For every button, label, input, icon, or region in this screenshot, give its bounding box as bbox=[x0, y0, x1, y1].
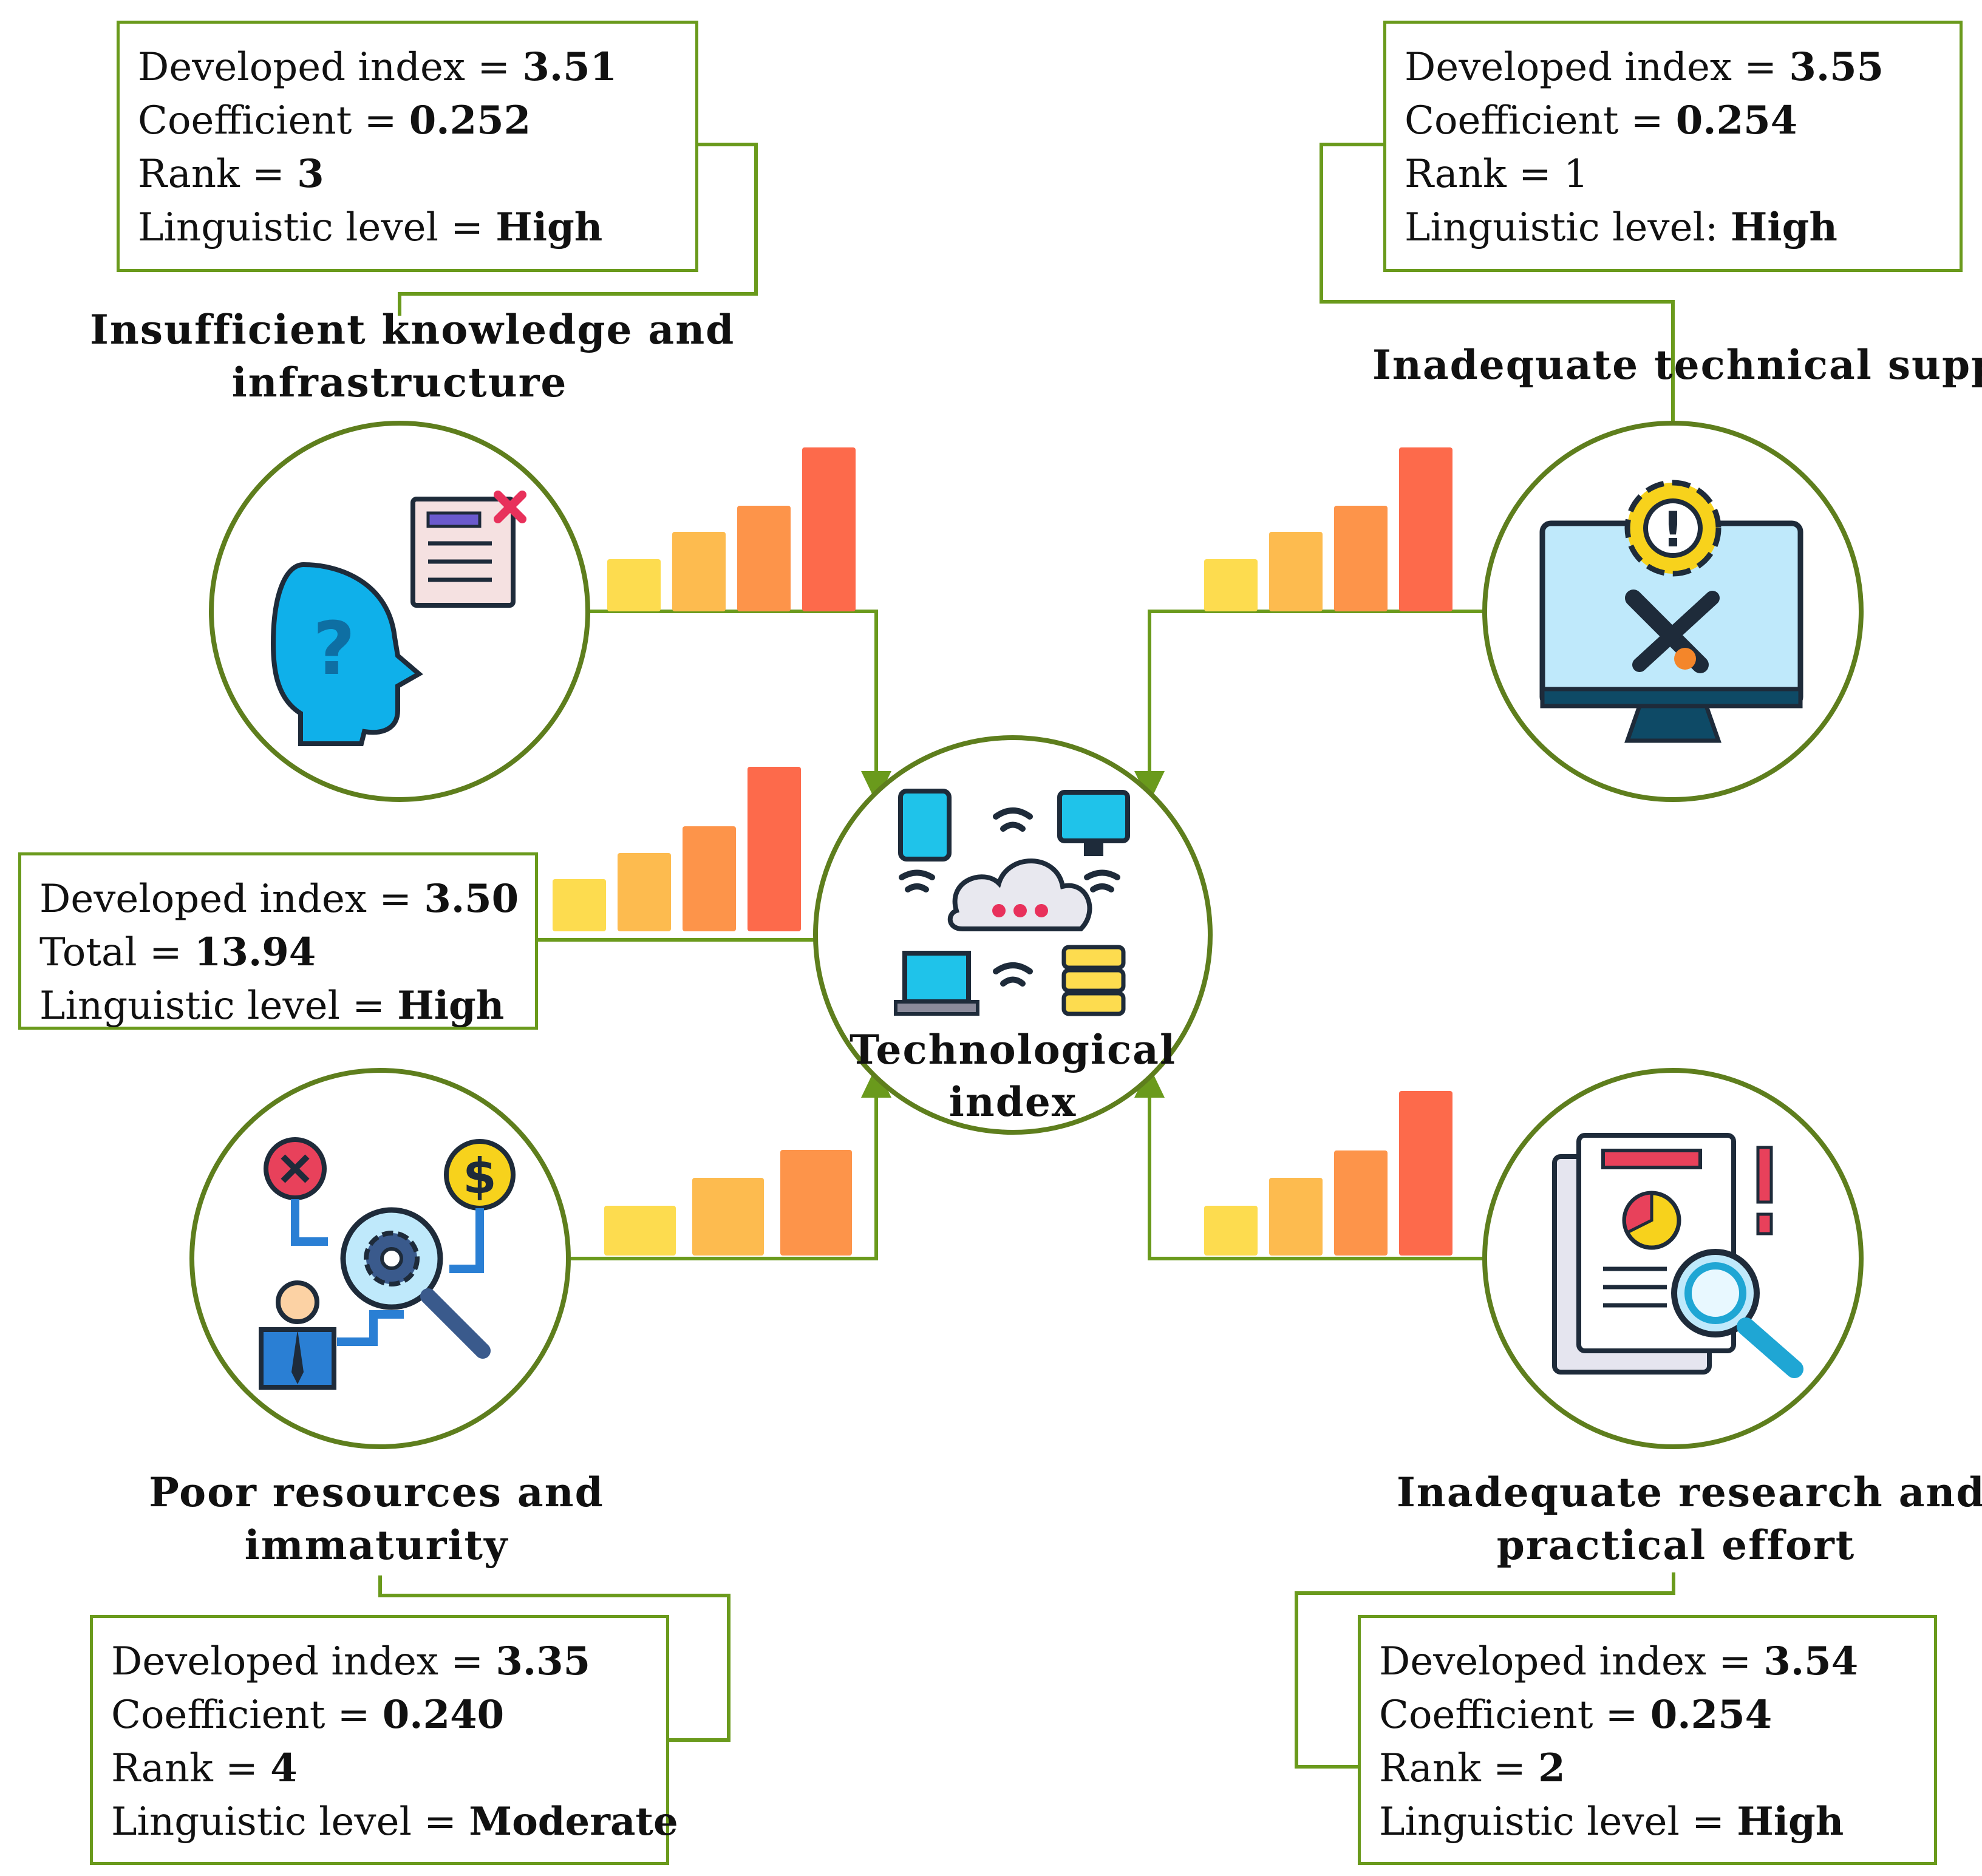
info-line-developed-index: Developed index = 3.54 bbox=[1379, 1639, 1859, 1684]
connector-top-right-box bbox=[1320, 143, 1675, 422]
person-gear-magnifier-icon: $ bbox=[259, 1137, 516, 1390]
info-line-developed-index: Developed index = 3.35 bbox=[111, 1639, 591, 1684]
factor-title-top-left: Insufficient knowledge and infrastructur… bbox=[90, 304, 734, 409]
document-chart-magnifier-icon bbox=[1552, 1133, 1803, 1378]
bar-1 bbox=[604, 1206, 676, 1256]
arrowhead-top-right bbox=[1134, 771, 1165, 803]
factor-title-top-right: Inadequate technical support bbox=[1372, 339, 1982, 392]
circle-top-left bbox=[209, 421, 590, 802]
center-label-line2: index bbox=[949, 1078, 1077, 1126]
info-line-developed-index: Developed index = 3.55 bbox=[1405, 44, 1884, 90]
bar-3 bbox=[1334, 1150, 1388, 1256]
info-box-summary: Developed index = 3.50 Total = 13.94 Lin… bbox=[18, 852, 538, 1030]
title-line-1: Poor resources and bbox=[149, 1469, 604, 1516]
title-line-1: Inadequate research and bbox=[1397, 1469, 1982, 1516]
bar-1 bbox=[553, 879, 606, 931]
info-line-linguistic-level: Linguistic level = Moderate bbox=[111, 1799, 678, 1844]
info-line-coefficient: Coefficient = 0.254 bbox=[1379, 1692, 1773, 1738]
connector-bottom-right-box bbox=[1295, 1572, 1675, 1769]
info-line-rank: Rank = 3 bbox=[138, 151, 324, 197]
factor-title-bottom-right: Inadequate research and practical effort bbox=[1397, 1466, 1982, 1572]
monitor-gear-tools-icon: ! bbox=[1539, 480, 1803, 743]
bars-bottom-left bbox=[604, 1150, 852, 1256]
title-line-2: practical effort bbox=[1496, 1521, 1856, 1569]
bar-1 bbox=[607, 559, 661, 611]
bar-1 bbox=[1204, 1206, 1258, 1256]
arrow-bottom-right bbox=[1148, 1098, 1485, 1260]
bar-1 bbox=[1204, 559, 1258, 611]
title-line-2: infrastructure bbox=[231, 359, 568, 406]
bar-3 bbox=[1334, 506, 1388, 611]
bar-2 bbox=[618, 853, 671, 931]
arrow-bottom-left bbox=[571, 1098, 878, 1260]
svg-text:?: ? bbox=[313, 607, 355, 692]
info-line-coefficient: Coefficient = 0.254 bbox=[1405, 98, 1798, 143]
info-line-linguistic-level: Linguistic level = High bbox=[1379, 1799, 1844, 1844]
info-box-bottom-left: Developed index = 3.35 Coefficient = 0.2… bbox=[90, 1615, 678, 1865]
title-line-1: Insufficient knowledge and bbox=[90, 306, 735, 353]
info-line-linguistic-level: Linguistic level = High bbox=[138, 205, 603, 250]
cloud-network-icon bbox=[894, 789, 1130, 1016]
title-line-2: immaturity bbox=[244, 1521, 509, 1569]
svg-text:$: $ bbox=[463, 1148, 497, 1205]
arrowhead-top-left bbox=[861, 771, 891, 803]
bar-3 bbox=[737, 506, 791, 611]
bar-2 bbox=[672, 532, 726, 611]
connector-top-left-box bbox=[398, 143, 758, 316]
svg-text:!: ! bbox=[1662, 501, 1684, 558]
bars-summary bbox=[553, 767, 801, 931]
arrowhead-bottom-left bbox=[861, 1066, 891, 1098]
bars-top-left bbox=[607, 447, 856, 611]
info-line-total: Total = 13.94 bbox=[39, 930, 316, 975]
info-box-bottom-right: Developed index = 3.54 Coefficient = 0.2… bbox=[1358, 1615, 1937, 1865]
bars-top-right bbox=[1204, 447, 1452, 611]
bar-3 bbox=[780, 1150, 852, 1256]
info-box-top-left: Developed index = 3.51 Coefficient = 0.2… bbox=[117, 21, 698, 272]
info-line-rank: Rank = 1 bbox=[1405, 152, 1589, 197]
arrowhead-bottom-right bbox=[1134, 1066, 1165, 1098]
bar-4 bbox=[1399, 1091, 1452, 1256]
bar-2 bbox=[1269, 532, 1323, 611]
info-line-rank: Rank = 4 bbox=[111, 1745, 298, 1791]
bar-4 bbox=[1399, 447, 1452, 611]
info-box-top-right: Developed index = 3.55 Coefficient = 0.2… bbox=[1383, 21, 1963, 272]
info-line-developed-index: Developed index = 3.51 bbox=[138, 44, 618, 90]
head-question-document-icon: ? bbox=[270, 491, 526, 746]
arrow-top-right bbox=[1148, 610, 1485, 771]
factor-title-bottom-left: Poor resources and immaturity bbox=[115, 1466, 638, 1572]
bar-3 bbox=[683, 826, 736, 931]
info-line-linguistic-level: Linguistic level = High bbox=[39, 983, 505, 1028]
bar-4 bbox=[748, 767, 801, 931]
arrow-top-left bbox=[589, 610, 878, 771]
bar-2 bbox=[1269, 1178, 1323, 1256]
bar-4 bbox=[802, 447, 856, 611]
bar-2 bbox=[692, 1178, 764, 1256]
title-line-1: Inadequate technical support bbox=[1372, 341, 1982, 389]
info-line-rank: Rank = 2 bbox=[1379, 1745, 1565, 1791]
connector-bottom-left-box bbox=[378, 1575, 730, 1742]
info-line-developed-index: Developed index = 3.50 bbox=[39, 876, 519, 922]
info-line-linguistic-level: Linguistic level: High bbox=[1405, 205, 1837, 250]
info-line-coefficient: Coefficient = 0.240 bbox=[111, 1692, 505, 1738]
info-line-coefficient: Coefficient = 0.252 bbox=[138, 98, 531, 143]
center-label-line1: Technological bbox=[850, 1026, 1176, 1073]
bars-bottom-right bbox=[1204, 1091, 1452, 1256]
